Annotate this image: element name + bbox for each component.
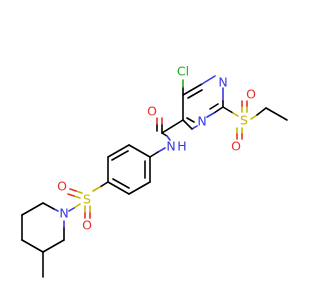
bond (250, 114, 258, 120)
bond (75, 190, 83, 194)
bond (166, 135, 171, 141)
bond (265, 107, 288, 121)
bond (213, 106, 224, 114)
bond (69, 188, 77, 192)
atom-label-s: S (83, 192, 91, 207)
bond (182, 119, 193, 130)
atom-label-o: O (82, 218, 92, 233)
bond (187, 89, 203, 99)
bond (157, 147, 166, 153)
bond (256, 107, 267, 116)
atom-label-n: N (166, 139, 175, 154)
bond (92, 186, 101, 192)
atom-label-cl: Cl (177, 64, 189, 79)
bond (73, 203, 81, 209)
bond (21, 239, 44, 253)
bond (68, 207, 75, 212)
bond (206, 112, 215, 118)
bond (161, 119, 184, 134)
bond (107, 181, 130, 195)
atom-label-n: N (197, 114, 206, 129)
bond (191, 125, 198, 130)
bond (99, 181, 109, 188)
bond (21, 202, 44, 216)
bond (112, 178, 130, 189)
bond (161, 132, 168, 137)
bond (128, 144, 151, 158)
bond (201, 75, 216, 85)
atom-label-s: S (240, 113, 248, 128)
atom-label-h: H (177, 139, 186, 154)
bond (42, 202, 55, 210)
bond (128, 181, 151, 195)
bond (149, 151, 159, 158)
bond (42, 239, 65, 253)
atom-label-o: O (147, 104, 157, 119)
molecule-structure: Cl N N O N H S O O S O O N (21, 64, 288, 278)
bond (182, 83, 203, 96)
atom-label-o: O (231, 139, 241, 154)
bond (232, 112, 239, 117)
atom-label-n: N (218, 75, 227, 90)
bond (186, 117, 195, 123)
bond (107, 144, 130, 158)
atom-label-o: O (57, 179, 67, 194)
bond (209, 103, 219, 110)
bond (111, 150, 129, 161)
bond (67, 193, 75, 197)
bond (222, 106, 234, 114)
bond (73, 195, 81, 199)
structure-svg: Cl N N O N H S O O S O O N (21, 64, 288, 278)
atom-label-o: O (246, 87, 256, 102)
atom-label-n: N (59, 206, 68, 221)
